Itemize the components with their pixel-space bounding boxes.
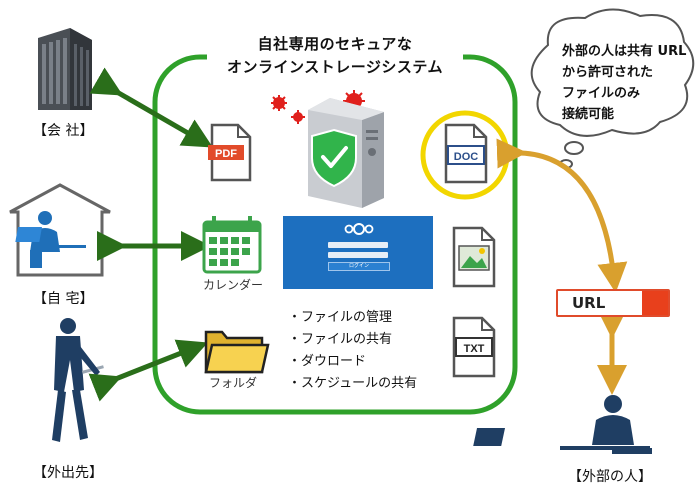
login-screen-thumbnail: ログイン xyxy=(283,216,433,289)
label-company: 【会 社】 xyxy=(33,123,94,139)
txt-label: TXT xyxy=(464,343,485,355)
company-arrow xyxy=(89,67,213,148)
title-line-2: オンラインストレージシステム xyxy=(227,58,443,76)
title-gap xyxy=(207,50,463,64)
nextcloud-logo-icon xyxy=(344,223,374,235)
label-external: 【外部の人】 xyxy=(568,469,652,485)
login-password-field xyxy=(328,252,388,258)
cloud-note-line-4: 接続可能 xyxy=(562,107,615,122)
doc-share-arrow xyxy=(496,138,628,293)
image-file-icon xyxy=(452,226,496,288)
feature-item-3: ・ダウロード xyxy=(288,354,367,369)
folder-caption: フォルダ xyxy=(209,376,258,390)
login-username-field xyxy=(328,242,388,248)
external-user-laptop-icon xyxy=(473,395,652,454)
folder-icon xyxy=(204,330,270,374)
cloud-note-line-1: 外部の人は共有 URL xyxy=(562,44,687,59)
cloud-note-line-3: ファイルのみ xyxy=(562,86,641,101)
calendar-icon xyxy=(202,216,262,274)
url-label: URL xyxy=(572,294,606,312)
doc-file-icon xyxy=(444,123,488,184)
shield-check-icon xyxy=(311,128,357,188)
feature-item-2: ・ファイルの共有 xyxy=(288,332,393,347)
label-outside: 【外出先】 xyxy=(33,465,103,481)
outside-arrow xyxy=(88,339,208,402)
doc-label: DOC xyxy=(454,151,479,163)
feature-item-4: ・スケジュールの共有 xyxy=(288,376,418,391)
txt-file-icon xyxy=(452,316,496,378)
businessman-walking-icon xyxy=(52,318,104,442)
url-box-fill xyxy=(642,291,668,315)
pdf-file-icon xyxy=(208,123,252,182)
feature-item-1: ・ファイルの管理 xyxy=(288,310,393,325)
pdf-label: PDF xyxy=(215,148,237,160)
laptop-user-icon xyxy=(15,211,86,268)
office-building-icon xyxy=(38,28,92,110)
title-line-1: 自社専用のセキュアな xyxy=(257,35,413,53)
label-home: 【自 宅】 xyxy=(33,291,94,307)
cloud-note-line-2: から許可された xyxy=(562,65,654,80)
url-box: URL xyxy=(556,289,670,317)
calendar-caption: カレンダー xyxy=(203,278,264,292)
login-button: ログイン xyxy=(328,262,390,271)
